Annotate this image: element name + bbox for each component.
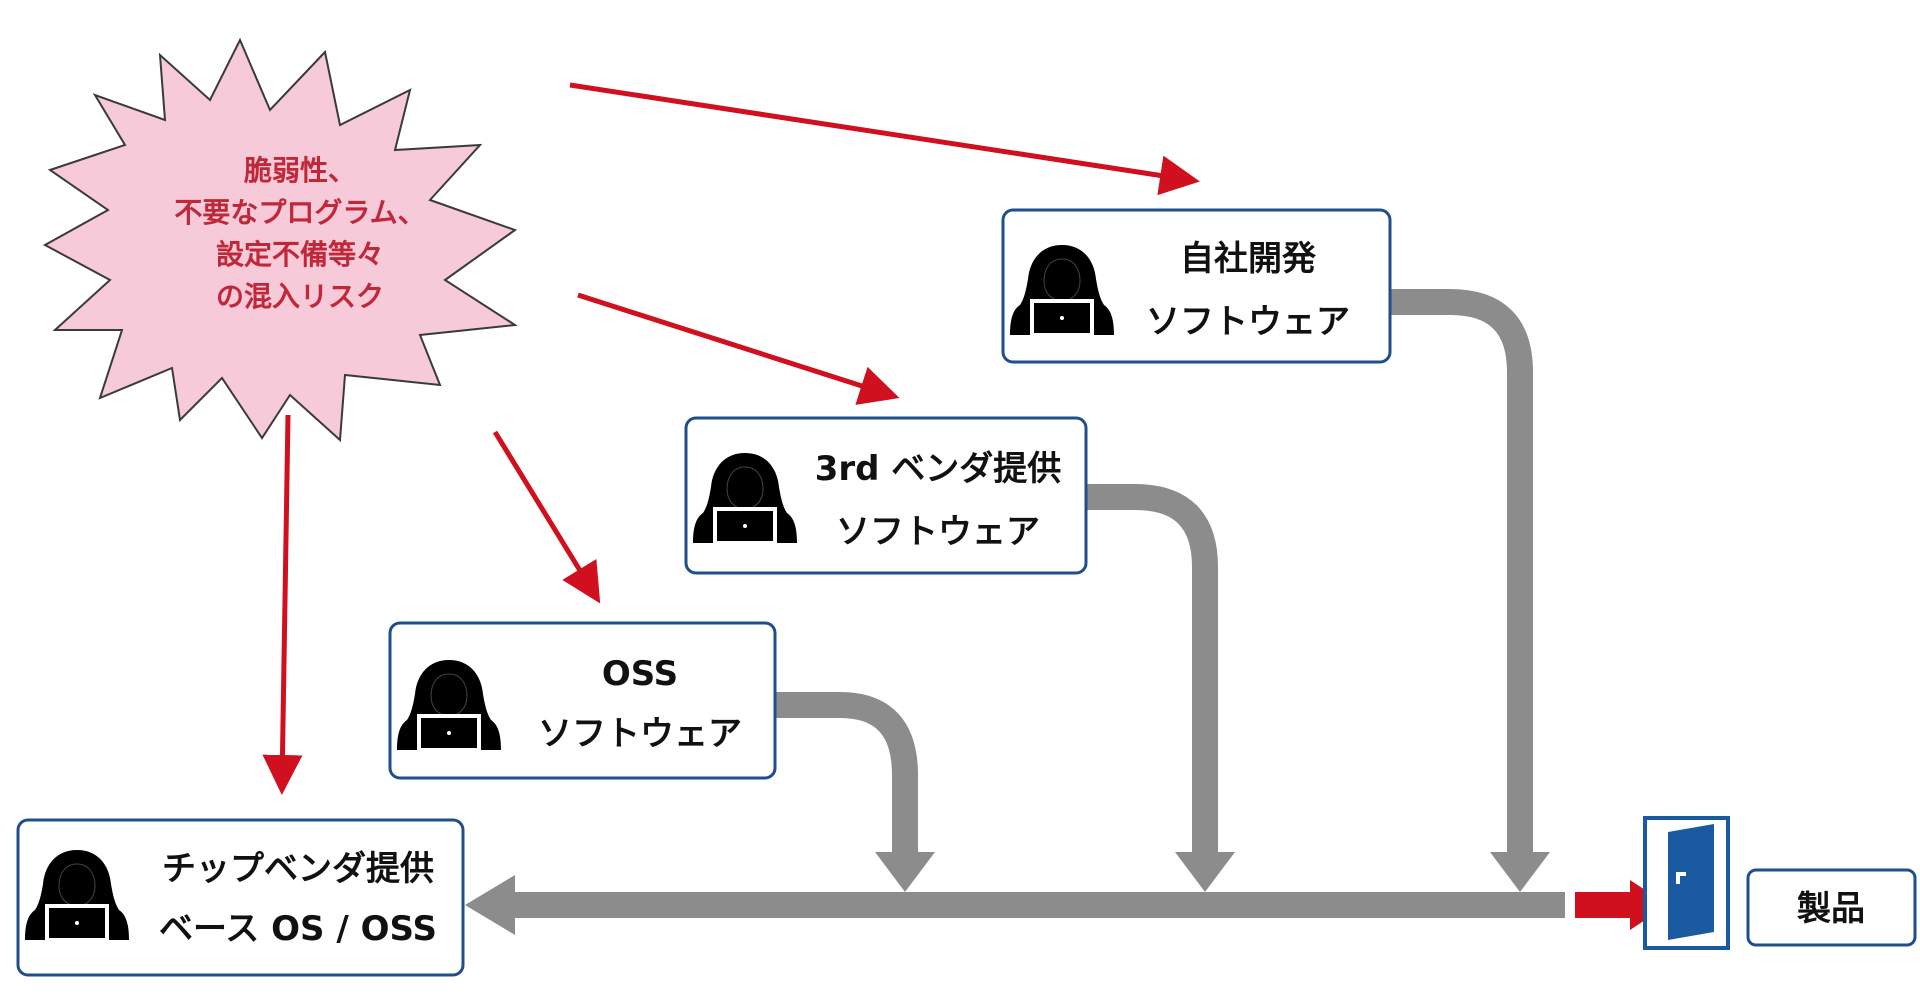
box-vendor3rd-line1: 3rd ベンダ提供 [815, 449, 1062, 489]
flow-oss [775, 692, 918, 852]
box-chip-line1: チップベンダ提供 [162, 849, 434, 889]
flow-paths [505, 289, 1565, 918]
box-chip-line2: ベース OS / OSS [159, 909, 437, 949]
box-inhouse-line2: ソフトウェア [1146, 302, 1350, 342]
open-door-icon [1643, 816, 1730, 950]
flow-arrowheads [465, 852, 1550, 935]
risk-line-2: 不要なプログラム、 [174, 196, 425, 229]
flow-head-main [465, 875, 515, 935]
risk-burst: 脆弱性、 不要なプログラム、 設定不備等々 の混入リスク [42, 37, 518, 443]
box-vendor3rd-line2: ソフトウェア [836, 512, 1040, 552]
flow-head-oss [875, 852, 935, 892]
flow-inhouse [1390, 289, 1533, 852]
risk-line-1: 脆弱性、 [243, 154, 356, 187]
box-product: 製品 [1746, 868, 1917, 947]
risk-arrow-oss [492, 430, 601, 604]
risk-arrows [262, 82, 1200, 795]
box-oss-line2: ソフトウェア [538, 714, 742, 754]
burst-shape [42, 37, 518, 443]
flow-vendor3rd [1086, 484, 1218, 852]
risk-arrow-vendor3rd [577, 292, 900, 405]
box-oss-line1: OSS [602, 654, 678, 694]
box-chip-vendor-base: チップベンダ提供 ベース OS / OSS [16, 818, 465, 977]
flow-head-inhouse [1490, 852, 1550, 892]
risk-line-3: 設定不備等々 [216, 238, 384, 271]
box-inhouse-line1: 自社開発 [1180, 239, 1317, 279]
flow-head-vendor3rd [1175, 852, 1235, 892]
risk-arrow-inhouse [569, 82, 1200, 196]
box-inhouse-software: 自社開発 ソフトウェア [1001, 208, 1392, 364]
box-oss-software: OSS ソフトウェア [388, 621, 777, 780]
risk-line-4: の混入リスク [216, 280, 384, 313]
product-label: 製品 [1797, 889, 1865, 929]
risk-arrow-chip [262, 414, 303, 795]
box-vendor3rd-software: 3rd ベンダ提供 ソフトウェア [684, 416, 1088, 575]
